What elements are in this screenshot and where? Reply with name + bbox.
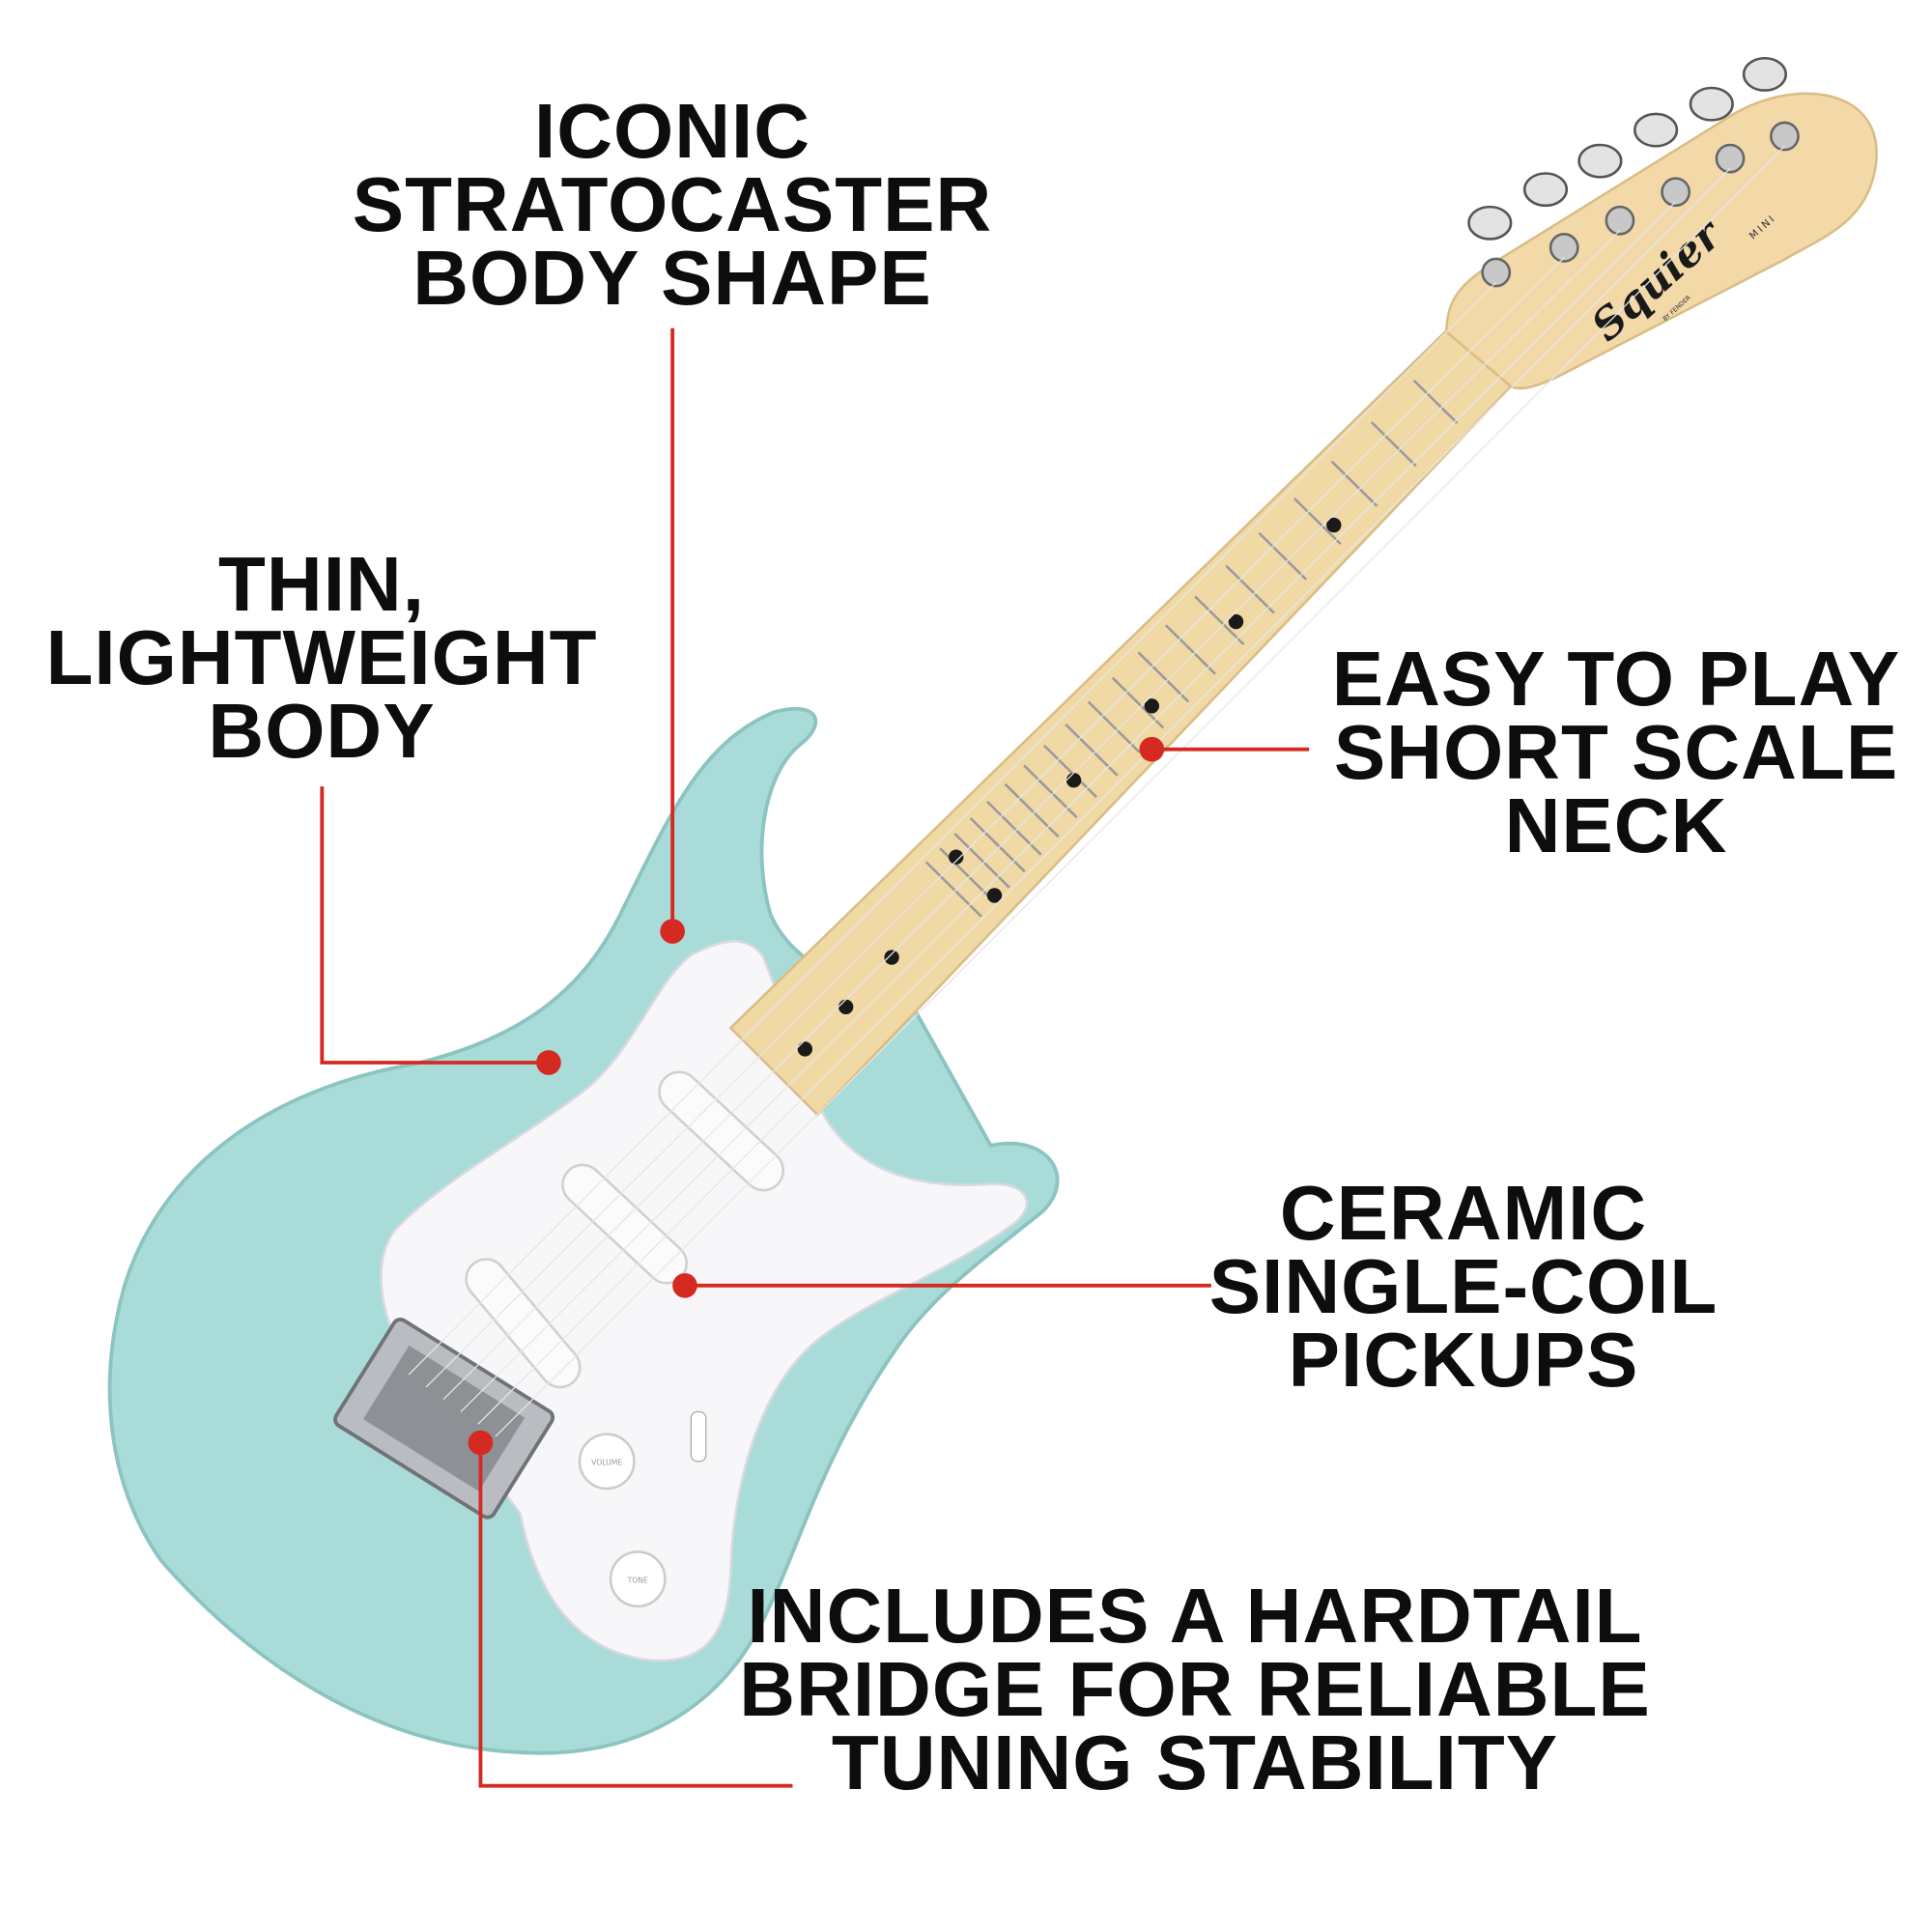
fret <box>1412 379 1459 424</box>
tuning-key[interactable] <box>1467 205 1513 241</box>
fret <box>1330 460 1378 507</box>
callout-hardtail-bridge: INCLUDES A HARDTAIL BRIDGE FOR RELIABLE … <box>739 1573 1651 1805</box>
callout-dots <box>468 736 1165 1456</box>
callout-lines <box>320 327 1310 1788</box>
fret <box>1194 595 1245 646</box>
string <box>408 281 1497 1376</box>
tuning-key[interactable] <box>1522 172 1569 208</box>
tuner-bushing <box>1661 177 1691 208</box>
fret-markers <box>797 517 1342 1057</box>
pickguard <box>380 940 1029 1662</box>
fret <box>1258 531 1308 581</box>
string <box>442 230 1621 1401</box>
fret <box>1023 764 1078 819</box>
volume-knob[interactable] <box>578 1433 636 1491</box>
tuning-key[interactable] <box>1634 112 1679 148</box>
fret <box>1164 624 1216 675</box>
callout-short-scale-neck: EASY TO PLAY SHORT SCALE NECK <box>1331 636 1901 868</box>
tuner-bushing <box>1548 233 1579 263</box>
string <box>477 167 1731 1425</box>
tuner-bushing <box>1481 257 1512 288</box>
fret <box>1293 497 1342 546</box>
tone-knob[interactable] <box>609 1550 667 1608</box>
string <box>460 201 1677 1412</box>
fret <box>969 817 1026 873</box>
fret <box>953 833 1010 889</box>
svg-text:TONE: TONE <box>627 1576 648 1584</box>
callout-lightweight-body: THIN, LIGHTWEIGHT BODY <box>45 541 598 774</box>
strings <box>408 145 1785 1437</box>
fret <box>1225 564 1275 614</box>
fret <box>1370 421 1417 468</box>
string <box>425 257 1565 1388</box>
controls: VOLUME TONE <box>578 1410 707 1608</box>
tuner-bushing <box>1605 205 1635 236</box>
tuner-bushing <box>1770 121 1800 152</box>
fret <box>924 861 982 918</box>
tuners <box>1467 56 1800 288</box>
fret <box>1042 744 1098 799</box>
pickup-selector-switch[interactable] <box>690 1410 707 1463</box>
tuning-key[interactable] <box>1689 86 1734 122</box>
fret <box>1137 651 1190 703</box>
frets <box>924 379 1459 918</box>
fret <box>1004 782 1060 838</box>
callout-pickups: CERAMIC SINGLE-COIL PICKUPS <box>1208 1170 1719 1403</box>
string <box>495 145 1785 1437</box>
tuning-key[interactable] <box>1577 143 1623 179</box>
fret <box>1111 676 1165 729</box>
tuner-bushing <box>1715 143 1746 174</box>
tuning-key[interactable] <box>1742 56 1788 92</box>
fret <box>986 800 1042 856</box>
callout-body-shape: ICONIC STRATOCASTER BODY SHAPE <box>352 88 993 321</box>
headstock <box>1445 92 1878 390</box>
svg-text:VOLUME: VOLUME <box>591 1459 622 1467</box>
